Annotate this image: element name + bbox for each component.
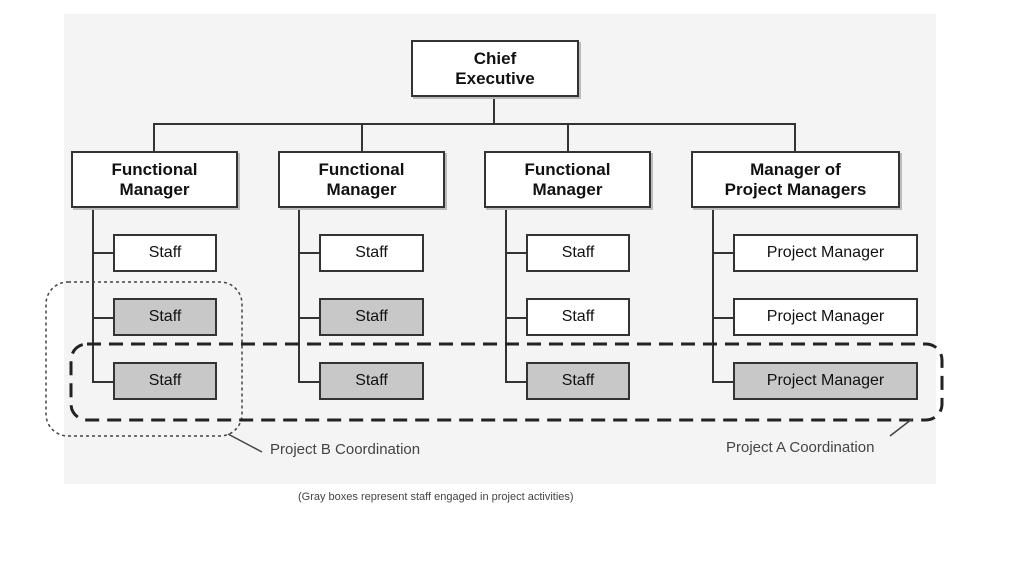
top-bus [153, 123, 796, 125]
spine-col2 [298, 207, 300, 382]
functional-manager-box-3: Functional Manager [484, 151, 651, 208]
staff-label: Staff [561, 372, 595, 389]
branch [712, 381, 734, 383]
functional-manager-box-2: Functional Manager [278, 151, 445, 208]
drop-col4 [794, 123, 796, 152]
chief-executive-box: Chief Executive [411, 40, 579, 97]
manager-label: Functional Manager [111, 159, 198, 199]
staff-label: Staff [561, 244, 595, 261]
project-b-outline [45, 281, 243, 437]
manager-label: Functional Manager [318, 159, 405, 199]
spine-col3 [505, 207, 507, 382]
staff-label: Staff [355, 372, 388, 389]
drop-col1 [153, 123, 155, 152]
project-a-label: Project A Coordination [726, 439, 875, 456]
staff-box: Staff [526, 298, 630, 336]
branch [298, 252, 320, 254]
project-manager-label: Project Manager [766, 372, 885, 389]
branch [505, 317, 527, 319]
manager-label: Manager of Project Managers [724, 159, 867, 199]
project-manager-box-gray: Project Manager [733, 362, 918, 400]
staff-box-gray: Staff [113, 362, 217, 400]
staff-label: Staff [148, 308, 182, 325]
staff-label: Staff [355, 244, 388, 261]
project-manager-box: Project Manager [733, 298, 918, 336]
branch [92, 252, 114, 254]
staff-box-gray: Staff [319, 362, 424, 400]
staff-label: Staff [148, 372, 182, 389]
staff-label: Staff [355, 308, 388, 325]
project-manager-label: Project Manager [766, 244, 885, 261]
staff-box: Staff [526, 234, 630, 272]
project-a-leader [889, 418, 913, 437]
branch [298, 317, 320, 319]
branch [712, 317, 734, 319]
branch [712, 252, 734, 254]
project-manager-label: Project Manager [766, 308, 885, 325]
legend-note: (Gray boxes represent staff engaged in p… [298, 491, 574, 503]
branch [92, 381, 114, 383]
project-a-outline [69, 342, 944, 422]
staff-label: Staff [561, 308, 595, 325]
branch [92, 317, 114, 319]
staff-label: Staff [148, 244, 182, 261]
branch [298, 381, 320, 383]
staff-box: Staff [319, 234, 424, 272]
drop-col3 [567, 123, 569, 152]
staff-box-gray: Staff [526, 362, 630, 400]
staff-box-gray: Staff [113, 298, 217, 336]
staff-box: Staff [113, 234, 217, 272]
spine-col1 [92, 207, 94, 382]
spine-col4 [712, 207, 714, 382]
branch [505, 381, 527, 383]
functional-manager-box-1: Functional Manager [71, 151, 238, 208]
chief-stem [493, 96, 495, 124]
project-manager-box: Project Manager [733, 234, 918, 272]
staff-box-gray: Staff [319, 298, 424, 336]
chief-executive-label: Chief Executive [455, 48, 535, 88]
project-b-label: Project B Coordination [270, 441, 421, 458]
drop-col2 [361, 123, 363, 152]
manager-label: Functional Manager [524, 159, 611, 199]
project-b-leader [227, 433, 263, 453]
manager-of-project-managers-box: Manager of Project Managers [691, 151, 900, 208]
branch [505, 252, 527, 254]
